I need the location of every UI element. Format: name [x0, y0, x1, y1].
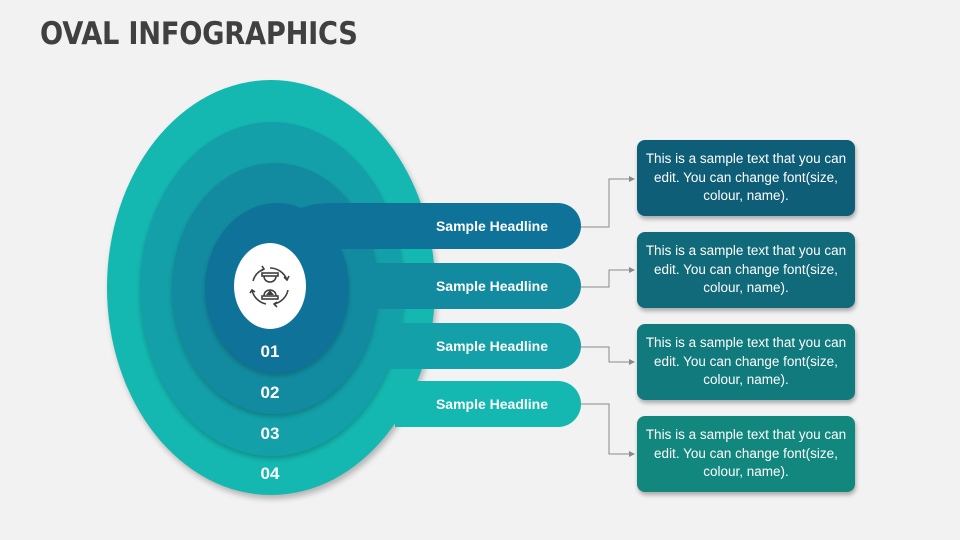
description-box-3[interactable]: This is a sample text that you can edit.… — [637, 324, 855, 400]
headline-label: Sample Headline — [435, 218, 548, 234]
hourglass-cycle-icon — [249, 265, 290, 308]
headline-bar-2[interactable]: Sample Headline — [330, 263, 581, 309]
headline-bar-4[interactable]: Sample Headline — [395, 381, 581, 427]
description-text: This is a sample text that you can edit.… — [645, 335, 847, 388]
headline-bar-1[interactable]: Sample Headline — [270, 203, 581, 249]
description-box-2[interactable]: This is a sample text that you can edit.… — [637, 232, 855, 308]
level-number-3: 03 — [260, 424, 280, 443]
headline-label: Sample Headline — [435, 396, 548, 412]
headline-label: Sample Headline — [435, 278, 548, 294]
description-text: This is a sample text that you can edit.… — [645, 243, 847, 296]
level-number-4: 04 — [260, 464, 280, 483]
description-box-4[interactable]: This is a sample text that you can edit.… — [637, 416, 855, 492]
description-text: This is a sample text that you can edit.… — [645, 427, 847, 480]
center-icon-badge — [234, 243, 306, 329]
description-box-1[interactable]: This is a sample text that you can edit.… — [637, 140, 855, 216]
description-text: This is a sample text that you can edit.… — [645, 151, 847, 204]
level-number-2: 02 — [260, 383, 280, 402]
page-title: OVAL INFOGRAPHICS — [40, 16, 358, 52]
level-number-1: 01 — [260, 342, 280, 361]
headline-label: Sample Headline — [435, 338, 548, 354]
headline-bar-3[interactable]: Sample Headline — [365, 323, 581, 369]
